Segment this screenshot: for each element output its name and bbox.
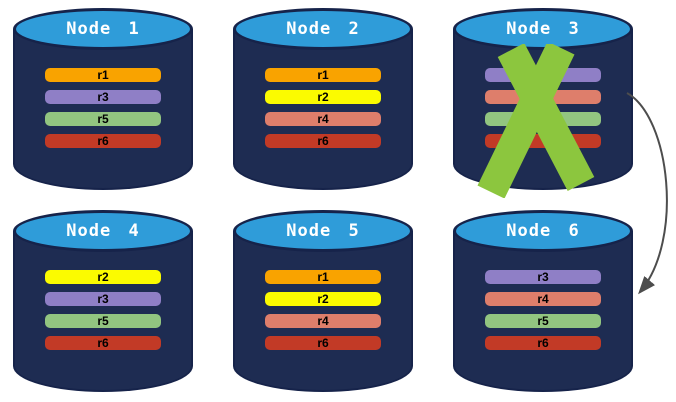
node-title: Node 1 [66,19,140,39]
partition-label: r6 [317,336,329,350]
db-node-top: Node 1 [13,8,193,50]
partition-bar-r2: r2 [265,292,381,306]
partition-list: r1 r2 r4 r6 [265,270,381,350]
partition-bar-r5: r5 [485,314,601,328]
partition-bar-r3: r3 [485,270,601,284]
partition-label: r3 [537,270,549,284]
node-title: Node 4 [66,221,140,241]
partition-label: r3 [537,68,549,82]
partition-bar-r3: r3 [485,68,601,82]
db-node-4: Node 4 r2 r3 r5 r6 [13,210,193,392]
db-node-top: Node 5 [233,210,413,252]
partition-bar-r3: r3 [45,292,161,306]
db-node-3: Node 3 r3 [453,8,633,190]
partition-bar-r2: r2 [45,270,161,284]
partition-bar-r6: r6 [265,134,381,148]
partition-label: r6 [97,134,109,148]
partition-bar [485,134,601,148]
partition-label: r2 [97,270,109,284]
partition-label: r5 [97,314,109,328]
db-node-body [453,231,633,392]
node-title: Node 5 [286,221,360,241]
partition-label: r6 [317,134,329,148]
partition-label: r2 [317,292,329,306]
partition-label: r1 [97,68,109,82]
partition-bar-r5: r5 [45,314,161,328]
db-node-top: Node 2 [233,8,413,50]
partition-bar-r1: r1 [265,68,381,82]
db-node-6: Node 6 r3 r4 r5 r6 [453,210,633,392]
partition-bar-r1: r1 [45,68,161,82]
partition-label: r2 [317,90,329,104]
partition-bar-r4: r4 [265,112,381,126]
partition-label: r4 [317,112,329,126]
db-node-1: Node 1 r1 r3 r5 r6 [13,8,193,190]
partition-label: r4 [537,292,549,306]
partition-label: r6 [97,336,109,350]
partition-bar [485,112,601,126]
partition-list: r3 r4 r5 r6 [485,270,601,350]
db-node-body [233,231,413,392]
db-node-top: Node 4 [13,210,193,252]
partition-list: r1 r2 r4 r6 [265,68,381,148]
partition-label: r5 [97,112,109,126]
partition-bar-r1: r1 [265,270,381,284]
db-node-2: Node 2 r1 r2 r4 r6 [233,8,413,190]
partition-bar-r3: r3 [45,90,161,104]
partition-label: r3 [97,90,109,104]
partition-bar-r6: r6 [45,336,161,350]
db-node-top: Node 3 [453,8,633,50]
partition-bar-r4: r4 [265,314,381,328]
partition-bar-r4: r4 [485,292,601,306]
node-title: Node 3 [506,19,580,39]
partition-label: r1 [317,68,329,82]
partition-bar-r2: r2 [265,90,381,104]
db-node-body [13,231,193,392]
partition-bar-r6: r6 [45,134,161,148]
partition-label: r1 [317,270,329,284]
partition-list: r1 r3 r5 r6 [45,68,161,148]
partition-label: r3 [97,292,109,306]
db-node-body [13,29,193,190]
partition-bar-r6: r6 [265,336,381,350]
node-title: Node 2 [286,19,360,39]
partition-bar-r5: r5 [45,112,161,126]
db-node-5: Node 5 r1 r2 r4 r6 [233,210,413,392]
partition-bar [485,90,601,104]
partition-label: r6 [537,336,549,350]
partition-bar-r6: r6 [485,336,601,350]
partition-list: r3 [485,68,601,148]
db-node-body [233,29,413,190]
db-node-top: Node 6 [453,210,633,252]
partition-label: r4 [317,314,329,328]
node-title: Node 6 [506,221,580,241]
partition-list: r2 r3 r5 r6 [45,270,161,350]
partition-label: r5 [537,314,549,328]
